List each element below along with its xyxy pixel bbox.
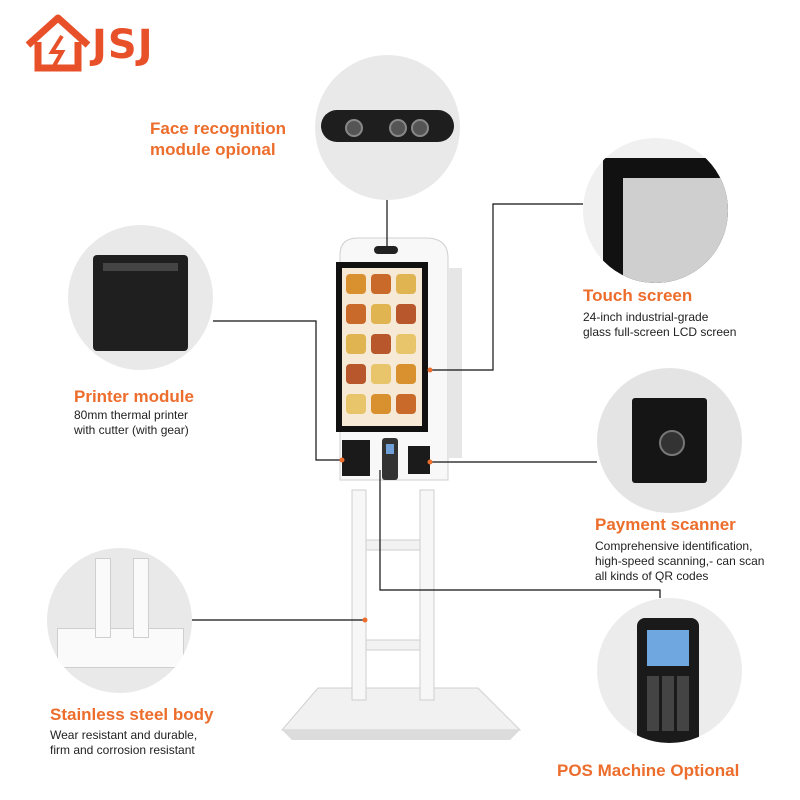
- steel-base: [57, 628, 184, 668]
- printer-desc: 80mm thermal printer with cutter (with g…: [74, 408, 189, 437]
- menu-food-item: [371, 334, 391, 354]
- camera-bar: [321, 110, 454, 142]
- menu-food-item: [371, 394, 391, 414]
- menu-food-item: [346, 334, 366, 354]
- menu-food-item: [396, 304, 416, 324]
- menu-food-item: [396, 394, 416, 414]
- menu-food-item: [346, 394, 366, 414]
- menu-food-item: [346, 364, 366, 384]
- touch-desc: 24-inch industrial-grade glass full-scre…: [583, 310, 737, 339]
- pos-title: POS Machine Optional: [557, 761, 740, 780]
- face-title: Face recognition module opional: [150, 119, 287, 159]
- steel-desc: Wear resistant and durable, firm and cor…: [50, 728, 198, 757]
- scanner-circle: [597, 368, 742, 513]
- face-module-circle: [315, 55, 460, 200]
- screen-glass: [623, 178, 728, 283]
- steel-leg: [133, 558, 149, 638]
- menu-food-item: [371, 364, 391, 384]
- menu-food-item: [396, 334, 416, 354]
- touch-title: Touch screen: [583, 286, 693, 305]
- menu-food-item: [371, 274, 391, 294]
- printer-title: Printer module: [74, 387, 194, 406]
- steel-title: Stainless steel body: [50, 705, 214, 724]
- menu-food-item: [346, 304, 366, 324]
- printer-body: [93, 255, 188, 351]
- camera-lens-icon: [411, 119, 429, 137]
- touch-screen-circle: [583, 138, 728, 283]
- scanner-lens-icon: [659, 430, 685, 456]
- scanner-desc: Comprehensive identification, high-speed…: [595, 539, 765, 583]
- steel-body-circle: [47, 548, 192, 693]
- printer-slot: [103, 263, 178, 271]
- steel-leg: [95, 558, 111, 638]
- menu-food-item: [346, 274, 366, 294]
- pos-circle: [597, 598, 742, 743]
- scanner-title: Payment scanner: [595, 515, 736, 534]
- menu-food-item: [371, 304, 391, 324]
- menu-food-item: [396, 364, 416, 384]
- pos-keypad: [647, 676, 689, 731]
- menu-food-item: [396, 274, 416, 294]
- pos-display: [647, 630, 689, 666]
- printer-circle: [68, 225, 213, 370]
- camera-lens-icon: [389, 119, 407, 137]
- brand-name: JSJ: [92, 22, 154, 68]
- camera-lens-icon: [345, 119, 363, 137]
